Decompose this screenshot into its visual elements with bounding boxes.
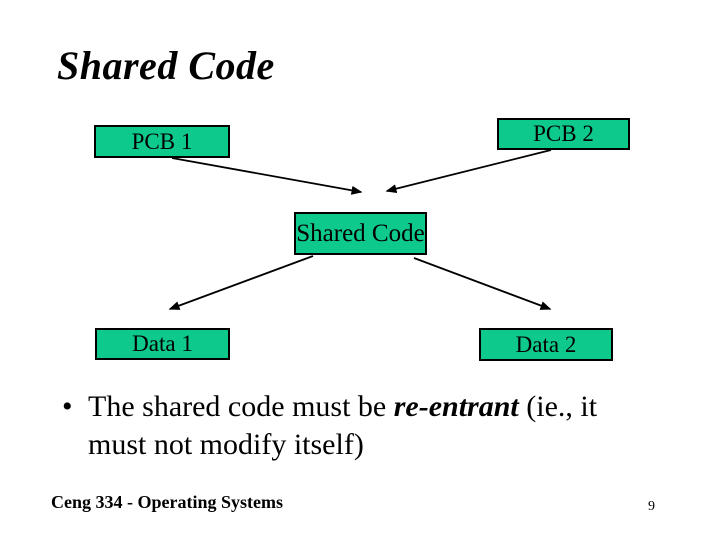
box-pcb2: PCB 2 [497, 118, 630, 150]
bullet-text-segment: (ie., it [518, 390, 598, 423]
box-shared-code: Shared Code [294, 212, 427, 255]
arrow-shared-code-to-data1 [168, 255, 314, 310]
bullet-text-segment: must not modify itself) [88, 428, 364, 461]
arrow-pcb1-to-shared-code [171, 157, 363, 195]
bullet-text: The shared code must be re-entrant (ie.,… [88, 388, 597, 464]
footer-course-label: Ceng 334 - Operating Systems [51, 492, 283, 512]
arrow-shared-code-to-data2 [413, 257, 552, 310]
arrow-pcb2-to-shared-code [385, 149, 552, 194]
box-data2: Data 2 [479, 328, 613, 361]
bullet-text-segment: The shared code must be [88, 390, 394, 423]
slide-title: Shared Code [57, 43, 275, 88]
bullet-emphasis: re-entrant [393, 390, 519, 423]
box-data1: Data 1 [95, 328, 230, 360]
bullet-marker: • [62, 390, 73, 423]
box-pcb1: PCB 1 [94, 125, 230, 158]
bullet-item: • The shared code must be re-entrant (ie… [62, 388, 662, 464]
page-number: 9 [648, 499, 655, 514]
